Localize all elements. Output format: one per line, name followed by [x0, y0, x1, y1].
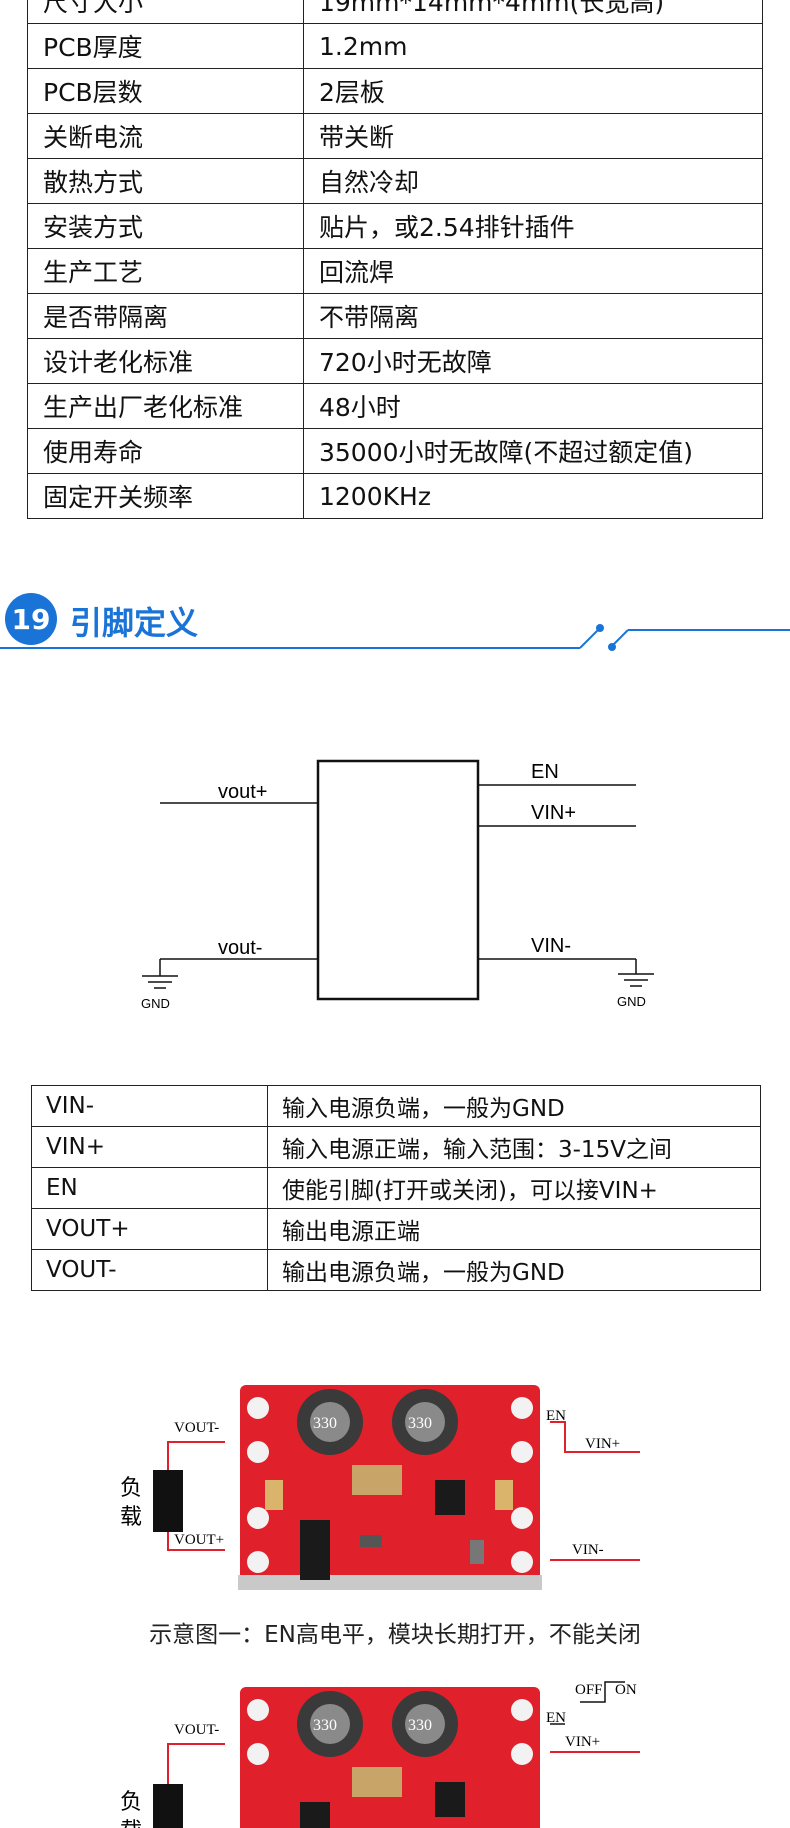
vin-plus-label: VIN+: [565, 1734, 600, 1750]
spec-key: PCB厚度: [27, 23, 304, 69]
table-row: 是否带隔离不带隔离: [27, 293, 763, 339]
vin-plus-label: VIN+: [585, 1436, 620, 1452]
board-diagram-2: VOUT- 负 载 330 330 EN OFF ON VIN+: [120, 1681, 640, 1828]
switch-off-label: OFF: [575, 1682, 603, 1698]
section-title: 引脚定义: [70, 604, 199, 642]
spec-key: 固定开关频率: [27, 473, 304, 519]
table-row: VIN+输入电源正端，输入范围：3-15V之间: [31, 1126, 761, 1168]
vin-minus-label: VIN-: [531, 935, 571, 957]
table-row: VOUT+输出电源正端: [31, 1208, 761, 1250]
spec-value: 1200KHz: [303, 473, 763, 519]
load-label-2: 载: [120, 1819, 142, 1828]
en-label: EN: [531, 761, 559, 783]
vout-minus-label: vout-: [218, 937, 262, 959]
board-diagram-1: VOUT- VOUT+ 负 载 330 330 EN VIN+ VIN-: [120, 1385, 640, 1590]
table-row: VOUT-输出电源负端，一般为GND: [31, 1249, 761, 1291]
vin-plus-label: VIN+: [531, 802, 576, 824]
pin-desc: 输出电源负端，一般为GND: [267, 1249, 761, 1291]
spec-key: 使用寿命: [27, 428, 304, 474]
pcb-board: [240, 1687, 540, 1828]
spec-key: 尺寸大小: [27, 0, 304, 24]
table-row: 安装方式贴片，或2.54排针插件: [27, 203, 763, 249]
spec-value: 不带隔离: [303, 293, 763, 339]
spec-value: 自然冷却: [303, 158, 763, 204]
vout-minus-label: VOUT-: [174, 1420, 219, 1436]
spec-key: 安装方式: [27, 203, 304, 249]
en-label: EN: [546, 1710, 566, 1726]
spec-value: 1.2mm: [303, 23, 763, 69]
spec-key: 关断电流: [27, 113, 304, 159]
spec-key: 生产工艺: [27, 248, 304, 294]
spec-value: 回流焊: [303, 248, 763, 294]
inductor-label: 330: [408, 1717, 432, 1734]
load-block: [153, 1784, 183, 1828]
vout-plus-label: VOUT+: [174, 1532, 224, 1548]
spec-key: 设计老化标准: [27, 338, 304, 384]
table-row: 关断电流带关断: [27, 113, 763, 159]
inductor-label: 330: [408, 1415, 432, 1432]
spec-value: 720小时无故障: [303, 338, 763, 384]
spec-value: 35000小时无故障(不超过额定值): [303, 428, 763, 474]
load-block: [153, 1470, 183, 1532]
spec-value: 48小时: [303, 383, 763, 429]
pin-name: VOUT-: [31, 1249, 268, 1291]
inductor-label: 330: [313, 1415, 337, 1432]
vout-plus-label: vout+: [218, 781, 267, 803]
inductor-label: 330: [313, 1717, 337, 1734]
spec-key: 生产出厂老化标准: [27, 383, 304, 429]
header-divider-line: [0, 624, 790, 651]
pin-table: VIN-输入电源负端，一般为GND VIN+输入电源正端，输入范围：3-15V之…: [31, 1085, 761, 1291]
switch-icon: [580, 1681, 625, 1703]
spec-key: 散热方式: [27, 158, 304, 204]
figure-caption-1: 示意图一：EN高电平，模块长期打开，不能关闭: [149, 1622, 641, 1648]
pin-diagram: vout+ vout- GND EN VIN+ VIN- GND: [141, 759, 654, 1011]
load-label-2: 载: [120, 1505, 142, 1530]
module-box: [316, 759, 480, 1001]
pin-name: VIN+: [31, 1126, 268, 1168]
gnd-label-right: GND: [617, 994, 646, 1009]
pin-desc: 输入电源负端，一般为GND: [267, 1085, 761, 1127]
section-header: 19 引脚定义: [0, 585, 790, 655]
load-label-1: 负: [120, 1790, 142, 1815]
switch-on-label: ON: [615, 1682, 637, 1698]
spec-value: 带关断: [303, 113, 763, 159]
spec-key: PCB层数: [27, 68, 304, 114]
spec-value: 19mm*14mm*4mm(长宽高): [303, 0, 763, 24]
vin-minus-label: VIN-: [572, 1542, 604, 1558]
table-row: 生产工艺回流焊: [27, 248, 763, 294]
pin-name: VIN-: [31, 1085, 268, 1127]
table-row: 散热方式自然冷却: [27, 158, 763, 204]
pin-name: EN: [31, 1167, 268, 1209]
load-label-1: 负: [120, 1476, 142, 1501]
section-number-badge: 19: [5, 593, 57, 645]
table-row: VIN-输入电源负端，一般为GND: [31, 1085, 761, 1127]
pin-desc: 使能引脚(打开或关闭)，可以接VIN+: [267, 1167, 761, 1209]
pin-desc: 输出电源正端: [267, 1208, 761, 1250]
vout-minus-label: VOUT-: [174, 1722, 219, 1738]
spec-value: 贴片，或2.54排针插件: [303, 203, 763, 249]
pin-desc: 输入电源正端，输入范围：3-15V之间: [267, 1126, 761, 1168]
spec-key: 是否带隔离: [27, 293, 304, 339]
pin-name: VOUT+: [31, 1208, 268, 1250]
en-label: EN: [546, 1408, 566, 1424]
gnd-label-left: GND: [141, 996, 170, 1011]
spec-value: 2层板: [303, 68, 763, 114]
